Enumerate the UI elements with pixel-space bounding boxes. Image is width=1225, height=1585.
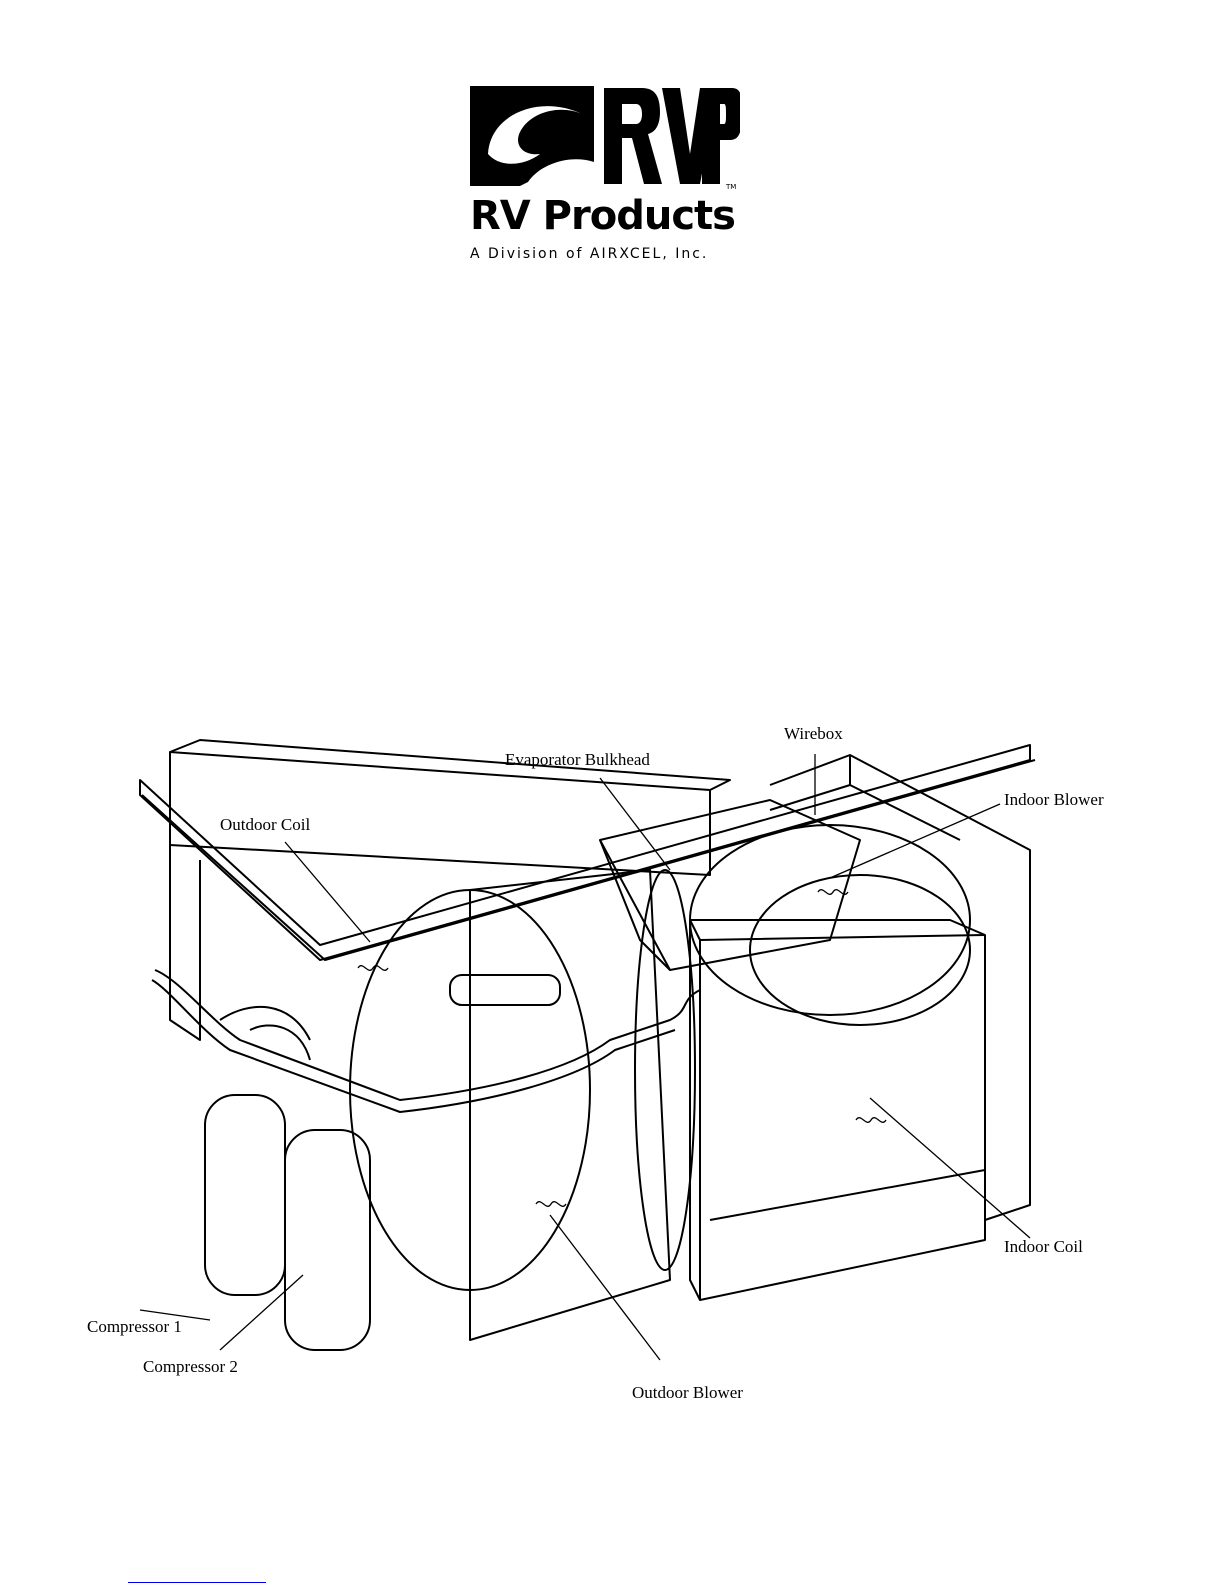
company-logo: TM RV Products A Division of AIRXCEL, In… [470,84,742,266]
label-indoor-blower: Indoor Blower [1004,790,1104,810]
label-evaporator-bulkhead: Evaporator Bulkhead [505,750,650,770]
label-compressor-1: Compressor 1 [87,1317,182,1337]
label-compressor-2: Compressor 2 [143,1357,238,1377]
footer-link-underline[interactable] [128,1582,266,1583]
label-outdoor-coil: Outdoor Coil [220,815,310,835]
label-indoor-coil: Indoor Coil [1004,1237,1083,1257]
rvp-logo-mark [470,84,740,188]
brand-tagline: A Division of AIRXCEL, Inc. [470,246,742,262]
label-outdoor-blower: Outdoor Blower [632,1383,743,1403]
brand-name: RV Products [470,196,742,236]
trademark-symbol: TM [726,183,736,191]
label-wirebox: Wirebox [784,724,843,744]
